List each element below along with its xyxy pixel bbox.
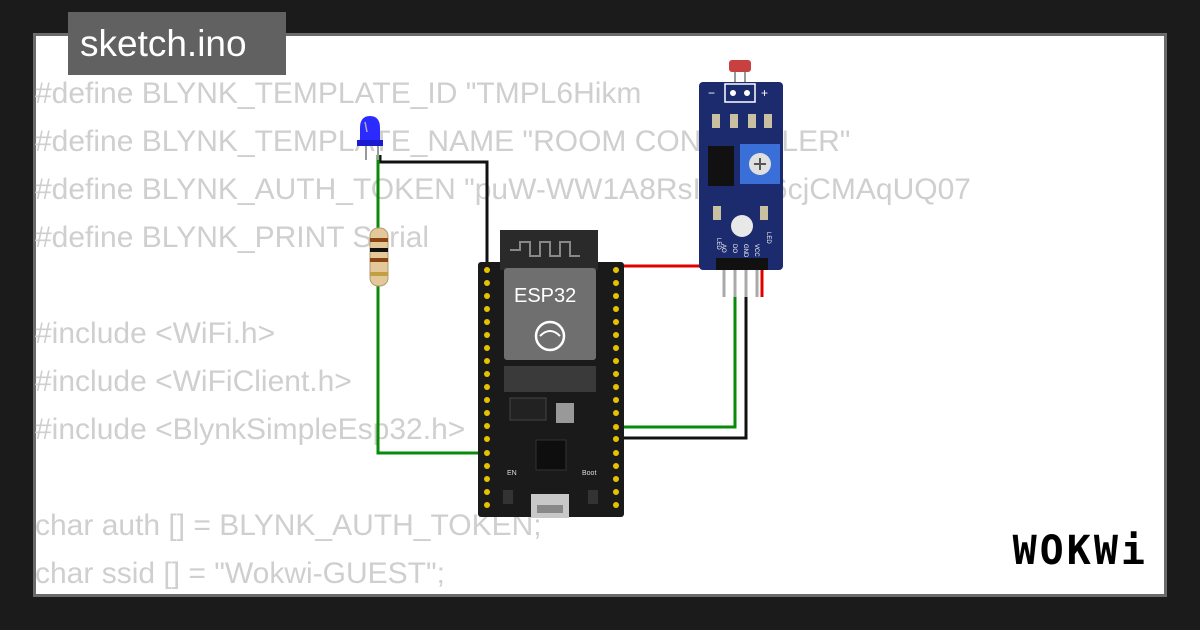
led-label-left: LED bbox=[715, 238, 721, 250]
code-line: #include <WiFi.h> bbox=[35, 317, 276, 350]
code-line: #include <WiFiClient.h> bbox=[35, 365, 352, 398]
wire-green-resistor bbox=[376, 282, 487, 455]
board-label: ESP32 bbox=[514, 285, 576, 307]
esp32-board[interactable]: ESP32 EN Boot bbox=[478, 230, 624, 518]
en-label: EN bbox=[507, 470, 517, 477]
file-name-tab[interactable]: sketch.ino bbox=[68, 12, 286, 75]
wire-black-gnd bbox=[616, 297, 748, 440]
code-line: #include <BlynkSimpleEsp32.h> bbox=[35, 413, 466, 446]
ldr-sensor-module[interactable]: − + LED LED AO DO GND VCC bbox=[699, 60, 783, 297]
code-editor: #define BLYNK_TEMPLATE_ID "TMPL6Hikm #def… bbox=[35, 70, 971, 598]
resistor-icon[interactable] bbox=[369, 227, 389, 287]
wire-green-ao bbox=[616, 297, 737, 429]
pin-label-gnd: GND bbox=[742, 244, 748, 258]
code-line: #define BLYNK_PRINT Serial bbox=[35, 221, 430, 254]
code-line: char ssid [] = "Wokwi-GUEST"; bbox=[35, 557, 445, 590]
blue-led-icon[interactable] bbox=[357, 116, 383, 160]
frame-bottom bbox=[0, 597, 1200, 630]
boot-label: Boot bbox=[582, 470, 596, 477]
sensor-minus-label: − bbox=[708, 86, 715, 100]
pin-label-ao: AO bbox=[720, 244, 726, 253]
wire-black-led bbox=[378, 155, 489, 270]
code-line: #define BLYNK_TEMPLATE_ID "TMPL6Hikm bbox=[35, 77, 642, 110]
wokwi-logo[interactable]: WOKWi bbox=[1012, 528, 1148, 574]
pin-label-vcc: VCC bbox=[753, 244, 759, 257]
sensor-plus-label: + bbox=[761, 86, 768, 100]
led-label-right: LED bbox=[765, 232, 771, 244]
code-line: #define BLYNK_TEMPLATE_NAME "ROOM CONTRO… bbox=[35, 125, 851, 158]
wire-red-vcc bbox=[614, 264, 764, 297]
pin-label-do: DO bbox=[731, 244, 737, 253]
